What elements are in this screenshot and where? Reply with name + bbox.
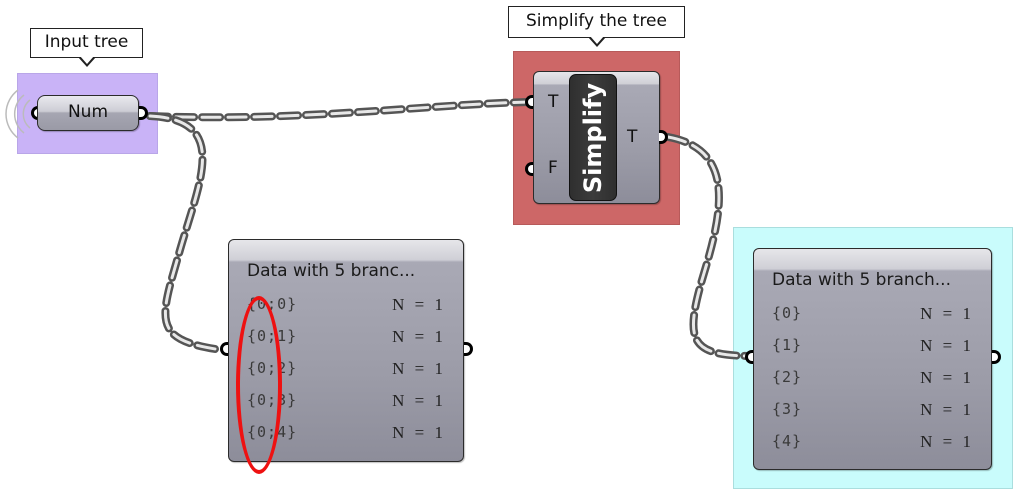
branch-path: {1} (772, 336, 803, 354)
branch-path: {0;2} (247, 359, 298, 377)
branch-path: {0;0} (247, 295, 298, 313)
simplify-input-t-label: T (548, 92, 559, 112)
num-parameter-label: Num (67, 102, 109, 122)
right-panel-input-grip[interactable] (745, 350, 754, 364)
simplify-output-t-grip[interactable] (659, 130, 668, 144)
branch-count: N = 1 (920, 400, 971, 419)
branch-count: N = 1 (392, 295, 443, 314)
wire-num-to-simplify (146, 98, 532, 122)
panel-row: {0;2} N = 1 (245, 359, 443, 391)
panel-row: {3} N = 1 (770, 400, 971, 432)
simplify-output-t-label: T (627, 127, 638, 147)
simplify-name-plate: Simplify (569, 74, 617, 201)
panel-row: {0;4} N = 1 (245, 423, 443, 455)
branch-count: N = 1 (920, 336, 971, 355)
panel-row: {0;3} N = 1 (245, 391, 443, 423)
simplify-component[interactable]: T F Simplify T (533, 71, 660, 204)
right-panel[interactable]: Data with 5 branch... {0} N = 1 {1} N = 1 … (753, 248, 992, 470)
right-panel-output-grip[interactable] (992, 350, 1001, 364)
panel-row: {0} N = 1 (770, 304, 971, 336)
branch-path: {0} (772, 304, 803, 322)
left-panel[interactable]: Data with 5 branc... {0;0} N = 1 {0;1} N =… (228, 239, 464, 462)
branch-path: {0;4} (247, 423, 298, 441)
input-tree-group-label: Input tree (30, 28, 143, 67)
panel-row: {0;0} N = 1 (245, 295, 443, 327)
branch-count: N = 1 (920, 368, 971, 387)
branch-count: N = 1 (392, 391, 443, 410)
branch-count: N = 1 (920, 304, 971, 323)
right-panel-title: Data with 5 branch... (772, 270, 951, 290)
branch-path: {0;1} (247, 327, 298, 345)
left-panel-title: Data with 5 branc... (247, 261, 416, 281)
wire-num-to-left-panel (146, 112, 226, 354)
simplify-input-t-grip[interactable] (525, 95, 534, 109)
num-parameter[interactable]: Num (37, 95, 139, 131)
num-input-grip[interactable] (31, 106, 40, 120)
branch-count: N = 1 (392, 327, 443, 346)
simplify-input-f-grip[interactable] (525, 162, 534, 176)
panel-row: {2} N = 1 (770, 368, 971, 400)
branch-count: N = 1 (920, 432, 971, 451)
left-panel-input-grip[interactable] (220, 342, 229, 356)
branch-path: {3} (772, 400, 803, 418)
left-panel-output-grip[interactable] (464, 342, 473, 356)
simplify-name: Simplify (579, 82, 607, 193)
branch-count: N = 1 (392, 423, 443, 442)
simplify-group-label: Simplify the tree (508, 6, 685, 47)
branch-path: {2} (772, 368, 803, 386)
branch-count: N = 1 (392, 359, 443, 378)
left-panel-rows: {0;0} N = 1 {0;1} N = 1 {0;2} N = 1 {0;3} N … (245, 295, 443, 455)
right-panel-rows: {0} N = 1 {1} N = 1 {2} N = 1 {3} N = 1 {4} N… (770, 304, 971, 464)
panel-row: {1} N = 1 (770, 336, 971, 368)
panel-row: {4} N = 1 (770, 432, 971, 464)
branch-path: {4} (772, 432, 803, 450)
branch-path: {0;3} (247, 391, 298, 409)
simplify-input-f-label: F (548, 158, 558, 178)
num-output-grip[interactable] (139, 106, 148, 120)
panel-row: {0;1} N = 1 (245, 327, 443, 359)
